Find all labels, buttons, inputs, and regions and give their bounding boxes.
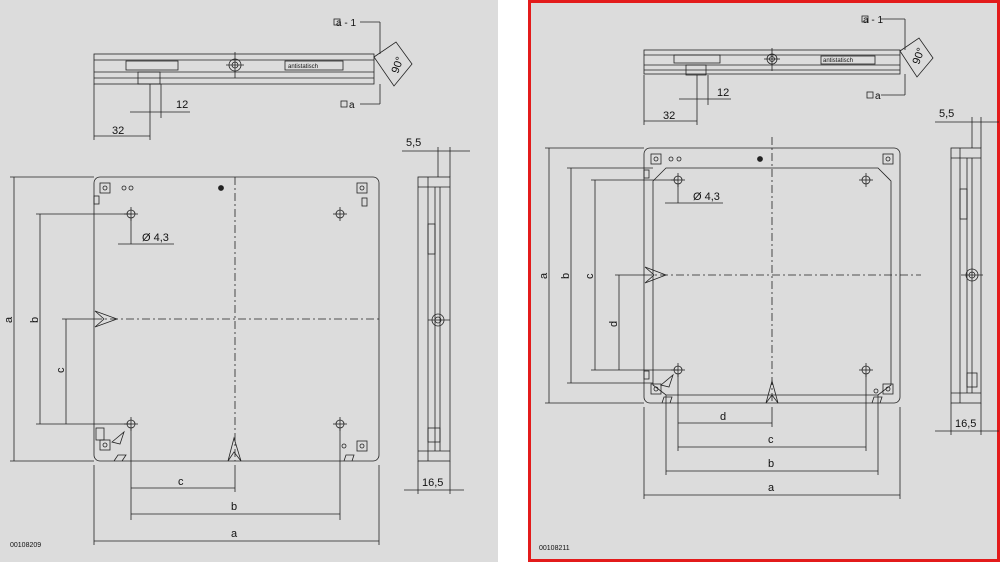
dim-b-horizontal-label: b [768, 458, 774, 470]
dim-5-5-label: 5,5 [939, 108, 954, 120]
dim-a-vertical-label: a [538, 272, 550, 279]
dim-12-label: 12 [717, 87, 729, 99]
left-technical-drawing: a - 1 a 90° 12 32 antistatisch Ø 4,3 a b… [3, 18, 470, 549]
dim-d-vertical-label: d [608, 321, 620, 327]
drawing-panel-left[interactable]: a - 1 a 90° 12 32 antistatisch Ø 4,3 a b… [0, 0, 498, 562]
dim-16-5-label: 16,5 [422, 477, 443, 489]
angle-label: 90° [911, 46, 928, 66]
dim-12-label: 12 [176, 99, 188, 111]
dim-b-vertical-label: b [29, 317, 41, 323]
dim-32-label: 32 [663, 110, 675, 122]
notch-bottom [227, 436, 242, 462]
dim-16-5-label: 16,5 [955, 418, 976, 430]
datum-label-top: a - 1 [863, 15, 883, 26]
side-view [417, 176, 451, 462]
dim-a-horizontal-label: a [768, 482, 775, 494]
dim-a-vertical-label: a [3, 316, 15, 323]
dim-b-horizontal-label: b [231, 501, 237, 513]
datum-label-bottom: a [349, 100, 355, 111]
hole-diameter-label: Ø 4,3 [142, 232, 169, 244]
dim-5-5-label: 5,5 [406, 137, 421, 149]
side-view [950, 147, 982, 404]
dim-c-horizontal-label: c [178, 476, 184, 488]
notch-left [644, 266, 668, 284]
stamp-label: antistatisch [823, 58, 853, 64]
drawing-panel-right[interactable]: a - 1 a 90° 12 32 antistatisch Ø 4,3 a b… [528, 0, 1000, 562]
notch-left [94, 310, 119, 328]
dim-c-vertical-label: c [584, 273, 596, 279]
dim-a-horizontal-label: a [231, 528, 238, 540]
stamp-box [820, 55, 876, 65]
dim-c-vertical-label: c [55, 367, 67, 373]
mount-hole-tr [859, 173, 873, 187]
drawing-code: 00108209 [10, 542, 41, 549]
top-view-outline [93, 53, 375, 85]
datum-label-bottom: a [875, 91, 881, 102]
hole-diameter-label: Ø 4,3 [693, 191, 720, 203]
datum-label-top: a - 1 [336, 18, 356, 29]
dim-c-horizontal-label: c [768, 434, 774, 446]
stamp-box [284, 60, 344, 71]
drawing-code: 00108211 [539, 545, 570, 552]
dim-b-vertical-label: b [560, 273, 572, 279]
right-technical-drawing: a - 1 a 90° 12 32 antistatisch Ø 4,3 a b… [538, 15, 999, 552]
mount-hole-tr [333, 207, 347, 221]
stamp-label: antistatisch [288, 64, 318, 70]
angle-label: 90° [390, 55, 407, 75]
dim-32-label: 32 [112, 125, 124, 137]
dim-d-horizontal-label: d [720, 411, 726, 423]
notch-bottom [765, 379, 779, 404]
